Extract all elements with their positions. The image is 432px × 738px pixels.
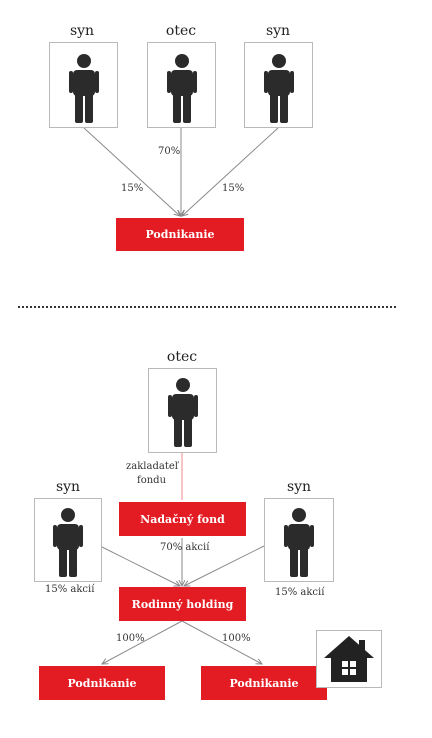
house-icon <box>324 636 374 682</box>
top-person-card-center <box>147 42 216 128</box>
holding-left-share: 100% <box>116 633 145 644</box>
person-icon <box>284 508 314 577</box>
line-holding-right <box>181 620 262 664</box>
son-right-share: 15% akcií <box>275 587 325 598</box>
top-person-label-center: otec <box>165 23 197 39</box>
father-card <box>148 368 217 453</box>
person-icon <box>53 508 83 577</box>
son-right-label: syn <box>286 479 312 495</box>
person-icon <box>166 54 197 123</box>
holding-box: Rodinný holding <box>119 587 246 621</box>
top-share-center: 70% <box>158 146 181 157</box>
son-left-label: syn <box>55 479 81 495</box>
son-left-card <box>34 498 102 582</box>
father-label: otec <box>166 349 198 365</box>
business-left-box: Podnikanie <box>39 666 165 700</box>
founder-label-line1: zakladateľ <box>126 461 178 472</box>
person-icon <box>263 54 294 123</box>
founder-label-line2: fondu <box>137 475 167 486</box>
line-sonleft-holding <box>99 545 180 586</box>
top-person-card-left <box>49 42 118 128</box>
son-left-share: 15% akcií <box>45 584 95 595</box>
line-son-right <box>182 127 279 216</box>
son-right-card <box>264 498 334 582</box>
holding-right-share: 100% <box>222 633 251 644</box>
top-share-right: 15% <box>222 183 245 194</box>
business-right-box: Podnikanie <box>201 666 327 700</box>
line-holding-left <box>102 620 183 664</box>
top-person-label-left: syn <box>69 23 95 39</box>
line-sonright-holding <box>184 545 265 586</box>
top-person-label-right: syn <box>265 23 291 39</box>
fund-share: 70% akcií <box>160 542 210 553</box>
line-son-left <box>83 127 180 216</box>
top-business-box: Podnikanie <box>116 218 244 251</box>
person-icon <box>68 54 99 123</box>
section-divider <box>18 306 396 308</box>
house-card <box>316 630 382 688</box>
fund-box: Nadačný fond <box>119 502 246 536</box>
person-icon <box>167 378 198 447</box>
top-share-left: 15% <box>121 183 144 194</box>
top-person-card-right <box>244 42 313 128</box>
